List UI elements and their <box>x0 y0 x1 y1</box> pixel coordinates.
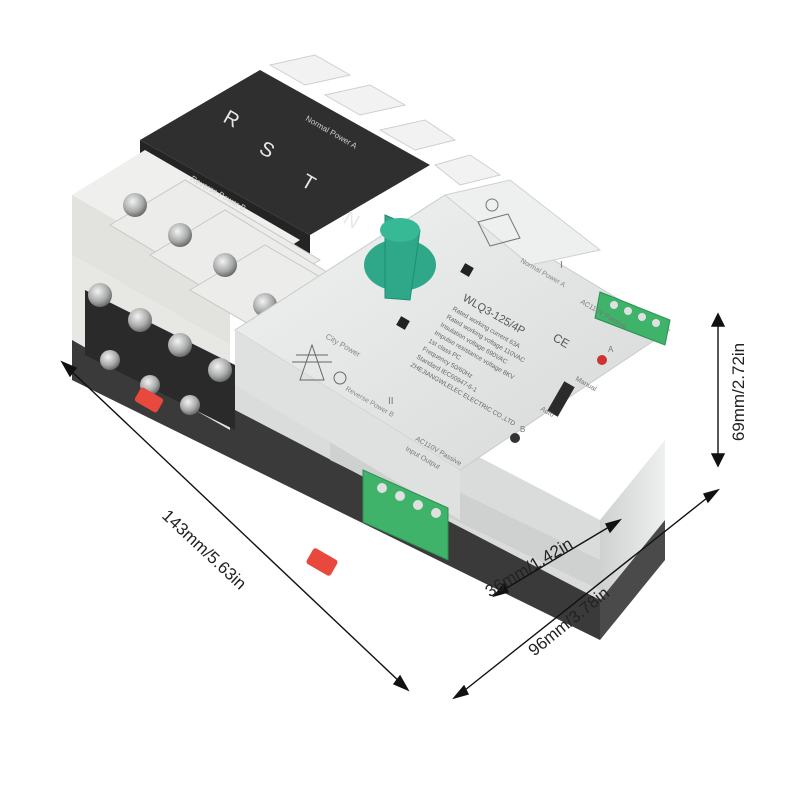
green-terminal-bottom <box>362 469 449 561</box>
right-upper-module <box>443 179 602 266</box>
manual-auto-switch[interactable] <box>547 381 575 417</box>
dimension-height: 69mm/2.72in <box>729 342 749 442</box>
led-b <box>510 433 520 443</box>
housing-right <box>600 440 665 600</box>
marker-two: II <box>388 396 394 407</box>
terminal-blocks <box>72 150 361 430</box>
selector-knob[interactable] <box>364 214 436 301</box>
indicator-a-label: A <box>608 345 614 354</box>
green-terminal-top <box>594 291 671 346</box>
led-a <box>597 355 607 365</box>
solar-panel-icon <box>477 198 521 247</box>
indicator-window-a <box>460 263 474 277</box>
latch-red-left[interactable] <box>134 387 165 414</box>
indicator-b-label: B <box>520 425 525 434</box>
black-cover <box>140 70 430 235</box>
latch-red-bottom[interactable] <box>305 547 338 577</box>
marker-one: I <box>560 260 563 271</box>
top-fins <box>268 54 502 186</box>
pylon-icon <box>292 343 347 385</box>
dimension-lines <box>60 312 726 700</box>
front-face-lower <box>235 330 460 520</box>
indicator-window-b <box>396 316 410 330</box>
